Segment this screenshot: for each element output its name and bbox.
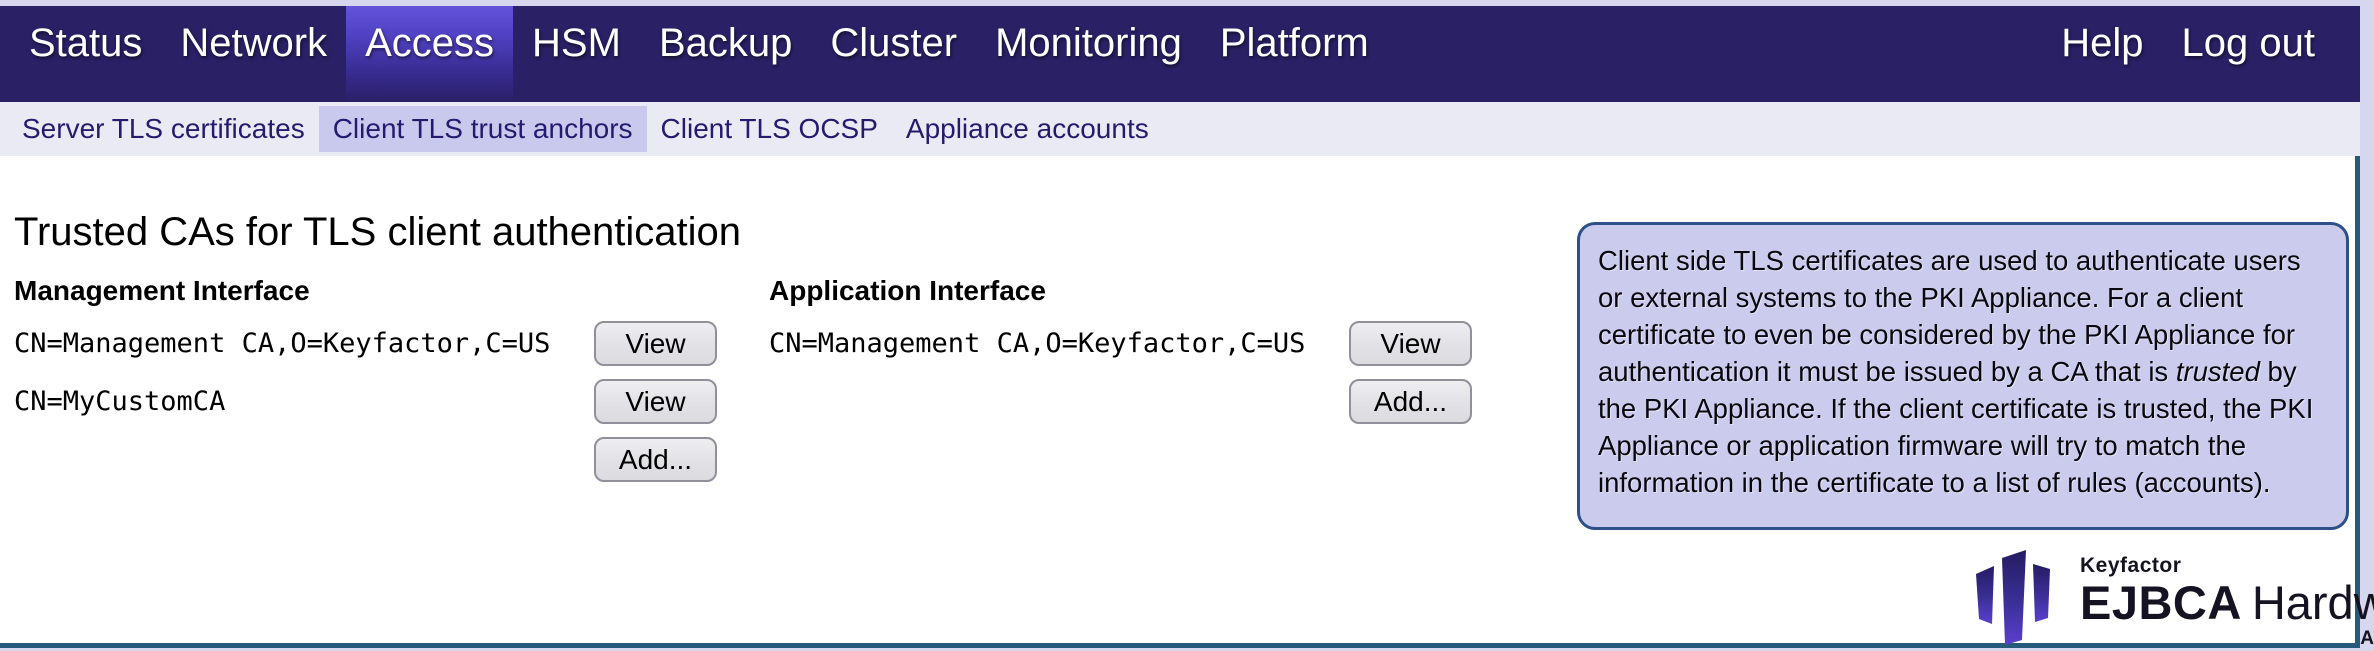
utility-menu: Help Log out	[2042, 6, 2360, 102]
view-button[interactable]: View	[594, 321, 717, 366]
nav-item-backup[interactable]: Backup	[658, 21, 793, 65]
nav-item-monitoring[interactable]: Monitoring	[995, 21, 1182, 65]
logo-product-bold: EJBCA	[2080, 576, 2242, 629]
nav-item-cluster[interactable]: Cluster	[830, 21, 958, 65]
logo-product-name: EJBCAHardware	[2080, 578, 2374, 628]
nav-item-help[interactable]: Help	[2061, 21, 2144, 65]
add-button[interactable]: Add...	[594, 437, 717, 482]
table-row: CN=Management CA,O=Keyfactor,C=US View	[769, 321, 1472, 366]
view-button[interactable]: View	[1349, 321, 1472, 366]
nav-item-logout[interactable]: Log out	[2181, 21, 2315, 65]
access-sub-navigation: Server TLS certificates Client TLS trust…	[0, 102, 2360, 156]
help-info-box: Client side TLS certificates are used to…	[1577, 222, 2349, 530]
nav-item-network[interactable]: Network	[180, 21, 328, 65]
subnav-item-server-tls-certificates[interactable]: Server TLS certificates	[22, 113, 305, 144]
logo-suffix: Appliance	[2360, 628, 2374, 649]
application-interface-section: Application Interface CN=Management CA,O…	[769, 275, 1472, 495]
trusted-ca-columns: Management Interface CN=Management CA,O=…	[14, 275, 2355, 495]
info-text: by the PKI Appliance. If the client cert…	[1598, 356, 2314, 498]
nav-item-hsm[interactable]: HSM	[532, 21, 621, 65]
table-row: CN=MyCustomCA View	[14, 379, 717, 424]
management-interface-section: Management Interface CN=Management CA,O=…	[14, 275, 717, 495]
main-menu: Status Network Access HSM Backup Cluster…	[0, 6, 1388, 102]
table-row: Add...	[769, 379, 1472, 424]
subnav-item-client-tls-trust-anchors[interactable]: Client TLS trust anchors	[318, 106, 647, 152]
management-interface-title: Management Interface	[14, 275, 310, 306]
certificate-dn: CN=MyCustomCA	[14, 386, 226, 417]
top-navigation-bar: Status Network Access HSM Backup Cluster…	[0, 6, 2360, 102]
view-button[interactable]: View	[594, 379, 717, 424]
subnav-item-client-tls-ocsp[interactable]: Client TLS OCSP	[660, 113, 878, 144]
nav-item-status[interactable]: Status	[29, 21, 143, 65]
nav-item-platform[interactable]: Platform	[1219, 21, 1369, 65]
table-row: Add...	[14, 437, 717, 482]
page-title: Trusted CAs for TLS client authenticatio…	[14, 210, 742, 254]
keyfactor-ejbca-logo: Keyfactor EJBCAHardware Appliance	[1972, 548, 2374, 651]
application-interface-title: Application Interface	[769, 275, 1046, 306]
info-text: Client side TLS certificates are used to…	[1598, 245, 2301, 387]
logo-product-regular: Hardware	[2251, 576, 2374, 629]
table-row: CN=Management CA,O=Keyfactor,C=US View	[14, 321, 717, 366]
logo-text: Keyfactor EJBCAHardware Appliance	[2080, 554, 2374, 650]
certificate-dn: CN=Management CA,O=Keyfactor,C=US	[14, 328, 551, 359]
add-button[interactable]: Add...	[1349, 379, 1472, 424]
certificate-dn: CN=Management CA,O=Keyfactor,C=US	[769, 328, 1306, 359]
logo-brand-name: Keyfactor	[2080, 554, 2182, 577]
nav-item-access[interactable]: Access	[346, 6, 514, 102]
info-text-emphasis: trusted	[2175, 356, 2260, 387]
keyfactor-bars-icon	[1972, 548, 2058, 651]
subnav-item-appliance-accounts[interactable]: Appliance accounts	[905, 113, 1149, 144]
